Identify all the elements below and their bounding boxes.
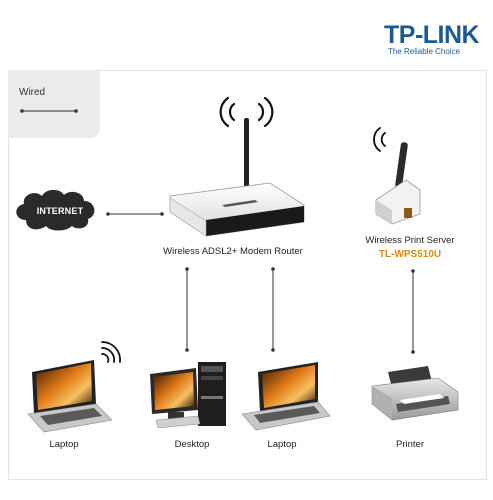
desktop-icon bbox=[150, 362, 226, 429]
router-wifi-waves-icon bbox=[219, 96, 274, 128]
print-server-wifi-icon bbox=[373, 127, 386, 152]
print-server-icon bbox=[375, 142, 421, 225]
legend-label: Wired bbox=[19, 87, 46, 98]
internet-label: INTERNET bbox=[36, 206, 84, 216]
legend-box bbox=[8, 70, 100, 138]
desktop-label: Desktop bbox=[174, 439, 210, 450]
wired-connections bbox=[108, 213, 414, 352]
printer-label: Printer bbox=[396, 439, 424, 450]
print-server-model: TL-WPS510U bbox=[378, 249, 442, 260]
legend-wired-line bbox=[20, 109, 78, 113]
brand-tagline: The Reliable Choice bbox=[388, 47, 461, 56]
print-server-label: Wireless Print Server bbox=[365, 235, 455, 246]
laptop-1-label: Laptop bbox=[49, 439, 79, 450]
laptop-2-label: Laptop bbox=[267, 439, 297, 450]
laptop-1-wifi-icon bbox=[101, 341, 121, 363]
router-icon bbox=[169, 118, 305, 237]
printer-icon bbox=[371, 366, 459, 421]
brand-logo: TP-LINK bbox=[384, 21, 480, 49]
laptop-2-icon bbox=[241, 362, 331, 431]
laptop-1-icon bbox=[27, 360, 113, 433]
internet-cloud-icon bbox=[16, 189, 95, 231]
router-label: Wireless ADSL2+ Modem Router bbox=[163, 246, 303, 257]
